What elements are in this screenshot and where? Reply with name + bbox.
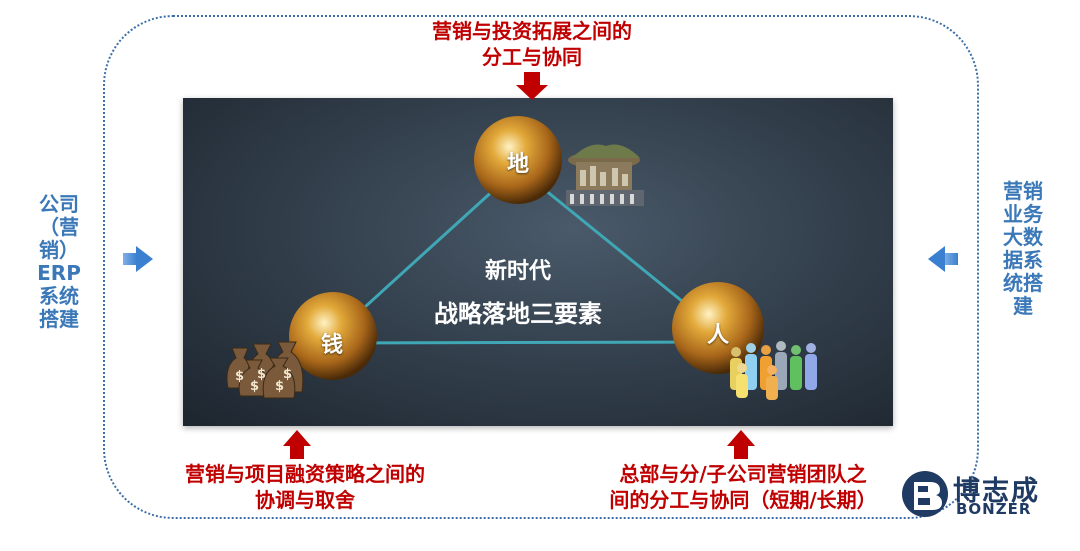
orb-land (474, 116, 562, 204)
svg-text:$: $ (250, 379, 259, 394)
arrow-up-bottom-right-icon (727, 430, 755, 459)
left-side-label: 公司 （营 销） ERP 系统 搭建 (37, 192, 81, 331)
arrow-right-left-side-icon (123, 246, 153, 272)
orb-people-label: 人 (707, 323, 730, 348)
right-side-label: 营销 业务 大数 据系 统搭 建 (1003, 179, 1043, 318)
center-title-line2: 战略落地三要素 (434, 300, 602, 328)
arrow-down-top-icon (516, 72, 548, 100)
orb-people (672, 282, 764, 374)
land-building-icon (566, 144, 644, 206)
bonzer-logo-icon (902, 471, 948, 517)
svg-text:$: $ (283, 367, 292, 382)
svg-text:$: $ (257, 367, 266, 382)
orb-money-label: 钱 (321, 333, 344, 358)
people-group-icon (730, 341, 817, 400)
svg-text:$: $ (275, 379, 284, 394)
logo-english-name: BONZER (956, 500, 1032, 518)
bottom-right-label: 总部与分/子公司营销团队之 间的分工与协同（短期/长期） (609, 462, 877, 512)
bottom-left-label: 营销与项目融资策略之间的 协调与取舍 (185, 462, 425, 512)
orb-land-label: 地 (507, 152, 530, 177)
svg-text:$: $ (235, 369, 244, 384)
logo-name: 博志成 (953, 476, 1040, 507)
arrow-up-bottom-left-icon (283, 430, 311, 459)
center-title-line1: 新时代 (484, 259, 551, 284)
money-bags-icon: $ $ $ $ $ (226, 341, 304, 399)
top-label: 营销与投资拓展之间的 分工与协同 (432, 19, 632, 69)
orb-money (289, 292, 377, 380)
arrow-left-right-side-icon (928, 246, 958, 272)
outer-dotted-frame (103, 15, 979, 519)
